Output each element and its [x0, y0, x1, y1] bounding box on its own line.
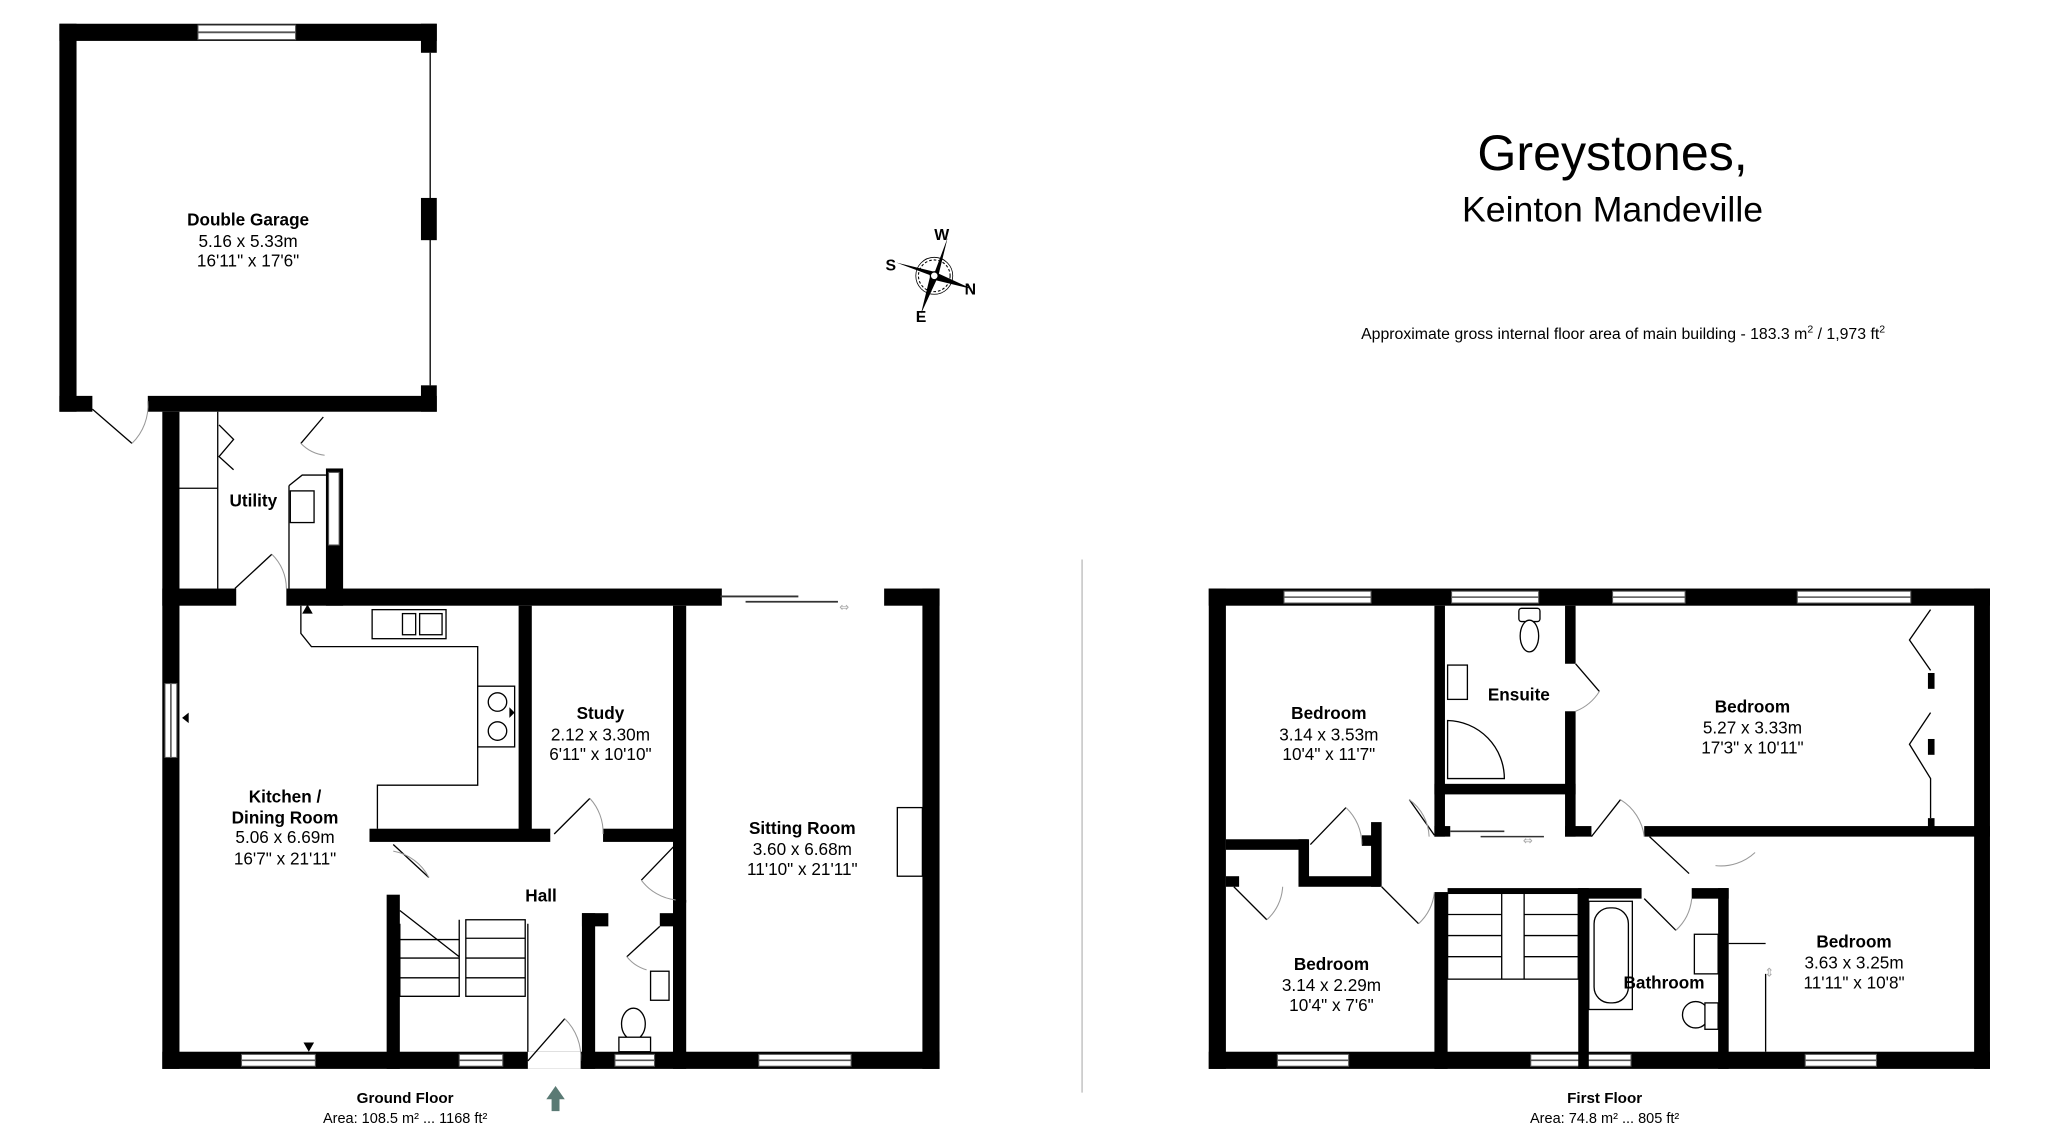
- room-metric: 3.63 x 3.25m: [1804, 952, 1904, 973]
- ground-floor-plan: ⇔: [59, 23, 940, 1112]
- compass-north-label: N: [964, 279, 977, 299]
- room-name: Kitchen /: [248, 786, 322, 807]
- svg-text:⇔: ⇔: [1523, 834, 1533, 848]
- room-label-ensuite: Ensuite: [1488, 685, 1550, 706]
- room-imperial: 16'7" x 21'11": [233, 848, 337, 869]
- room-imperial: 10'4" x 11'7": [1282, 744, 1376, 765]
- room-imperial: 16'11" x 17'6": [196, 250, 300, 271]
- property-location: Keinton Mandeville: [1462, 190, 1764, 230]
- room-metric: 2.12 x 3.30m: [550, 723, 651, 744]
- room-label-utility: Utility: [230, 491, 278, 512]
- compass-east-label: E: [915, 307, 927, 326]
- room-name: Ensuite: [1487, 684, 1550, 705]
- room-imperial: 11'11" x 10'8": [1803, 972, 1905, 993]
- ground-floor-label: Ground Floor: [356, 1091, 454, 1108]
- room-metric: 3.60 x 6.68m: [752, 838, 852, 859]
- ground-stairs: [399, 910, 529, 1052]
- room-label-double-garage: Double Garage 5.16 x 5.33m 16'11" x 17'6…: [187, 210, 309, 272]
- property-name: Greystones,: [1477, 126, 1748, 183]
- room-name: Double Garage: [187, 209, 310, 230]
- room-name: Bedroom: [1714, 696, 1791, 717]
- room-label-bedroom-3: Bedroom 3.14 x 2.29m 10'4" x 7'6": [1282, 954, 1381, 1016]
- room-name-line2: Dining Room: [231, 807, 339, 827]
- room-imperial: 11'10" x 21'11": [747, 859, 858, 880]
- main-ground-walls: ⇔: [162, 588, 940, 1069]
- room-name: Sitting Room: [748, 818, 856, 838]
- room-name: Study: [576, 703, 625, 724]
- room-name: Bedroom: [1293, 954, 1370, 974]
- compass-west-label: W: [934, 225, 950, 245]
- room-name: Hall: [525, 885, 557, 906]
- gross-area-text: Approximate gross internal floor area of…: [1361, 323, 1885, 343]
- room-label-hall: Hall: [525, 885, 556, 906]
- room-metric: 3.14 x 3.53m: [1279, 723, 1379, 744]
- compass-icon: [896, 237, 973, 314]
- gross-area-ft: / 1,973 ft: [1813, 324, 1880, 344]
- garage-walls: [59, 23, 437, 444]
- first-floor-plan: ⇔: [1208, 588, 1990, 1069]
- room-name: Utility: [229, 490, 278, 511]
- room-name: Bedroom: [1291, 703, 1367, 724]
- ground-floor-area: Area: 108.5 m² ... 1168 ft²: [322, 1111, 488, 1127]
- room-label-bedroom-1: Bedroom 3.14 x 3.53m 10'4" x 11'7": [1279, 703, 1378, 765]
- room-name: Bedroom: [1816, 931, 1892, 952]
- svg-text:⇔: ⇔: [839, 600, 849, 614]
- room-name: Bathroom: [1623, 972, 1705, 993]
- room-label-sitting-room: Sitting Room 3.60 x 6.68m 11'10" x 21'11…: [747, 818, 858, 880]
- gross-area-m-exponent: 2: [1807, 323, 1814, 336]
- svg-text:⇔: ⇔: [1763, 967, 1777, 977]
- first-floor-caption: First Floor Area: 74.8 m² ... 805 ft²: [1530, 1090, 1679, 1129]
- room-imperial: 17'3" x 10'11": [1701, 737, 1804, 758]
- room-label-study: Study 2.12 x 3.30m 6'11" x 10'10": [549, 703, 651, 765]
- room-label-bedroom-2: Bedroom 5.27 x 3.33m 17'3" x 10'11": [1701, 697, 1803, 759]
- room-imperial: 10'4" x 7'6": [1289, 995, 1374, 1016]
- room-metric: 5.06 x 6.69m: [235, 827, 335, 848]
- room-label-bathroom: Bathroom: [1624, 973, 1705, 994]
- room-metric: 5.27 x 3.33m: [1702, 717, 1803, 738]
- gross-area-main: Approximate gross internal floor area of…: [1361, 324, 1808, 344]
- compass-south-label: S: [885, 256, 897, 275]
- room-label-bedroom-4: Bedroom 3.63 x 3.25m 11'11" x 10'8": [1803, 932, 1904, 994]
- gross-area-ft-exponent: 2: [1879, 323, 1886, 336]
- first-floor-area: Area: 74.8 m² ... 805 ft²: [1530, 1111, 1680, 1127]
- first-floor-label: First Floor: [1567, 1091, 1643, 1108]
- ground-wc: [618, 970, 670, 1053]
- kitchen-fittings: [182, 604, 516, 1052]
- room-metric: 5.16 x 5.33m: [198, 230, 298, 251]
- room-label-kitchen-dining: Kitchen / Dining Room 5.06 x 6.69m 16'7"…: [232, 786, 339, 868]
- room-imperial: 6'11" x 10'10": [549, 744, 652, 765]
- room-metric: 3.14 x 2.29m: [1281, 974, 1382, 995]
- entrance-arrow-icon: [546, 1086, 565, 1112]
- ground-floor-caption: Ground Floor Area: 108.5 m² ... 1168 ft²: [323, 1090, 487, 1129]
